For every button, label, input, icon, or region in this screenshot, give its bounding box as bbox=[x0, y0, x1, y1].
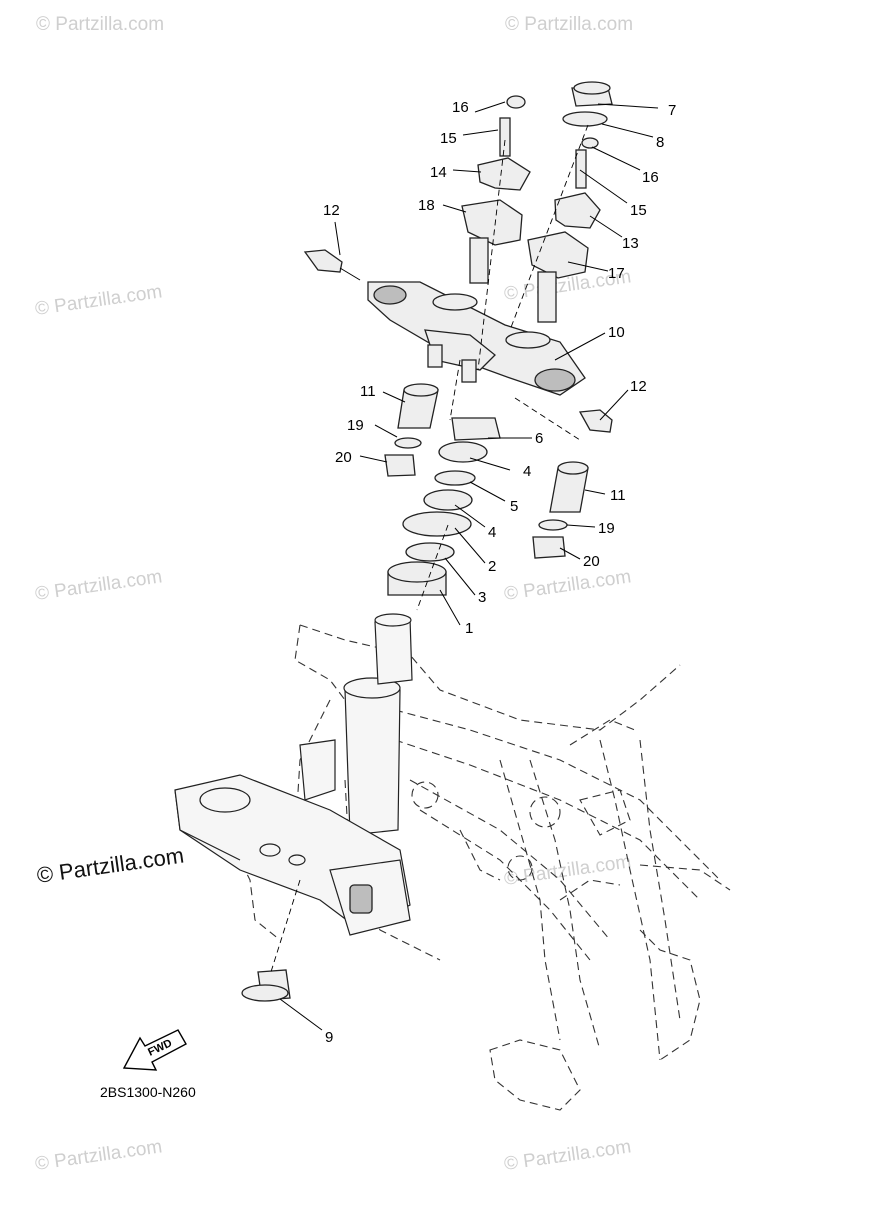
callout-2: 2 bbox=[488, 558, 496, 575]
ring-nut-lower bbox=[423, 489, 473, 511]
pinch-bolt-upper bbox=[303, 249, 343, 273]
bearing-cover bbox=[402, 511, 472, 537]
damper-right bbox=[549, 467, 589, 513]
grommet-flange bbox=[241, 984, 289, 1002]
watermark: © Partzilla.com bbox=[34, 281, 164, 320]
fwd-arrow: FWD bbox=[122, 1029, 187, 1071]
callout-12: 12 bbox=[630, 378, 647, 395]
watermark: © Partzilla.com bbox=[36, 14, 164, 35]
watermark: © Partzilla.com bbox=[503, 1136, 633, 1175]
callout-16: 16 bbox=[452, 99, 469, 116]
watermark: © Partzilla.com bbox=[34, 1136, 164, 1175]
watermark: © Partzilla.com bbox=[505, 14, 633, 35]
nut-left bbox=[384, 454, 416, 477]
lock-washer bbox=[451, 417, 501, 441]
cap-left bbox=[506, 95, 526, 109]
callout-labels: 1 2 3 4 4 5 6 7 8 9 10 11 11 12 12 13 14… bbox=[323, 99, 676, 1046]
callout-15: 15 bbox=[440, 130, 457, 147]
stem-nut-top bbox=[573, 81, 611, 95]
watermarks: © Partzilla.com © Partzilla.com © Partzi… bbox=[34, 14, 633, 1175]
copyright-text: © Partzilla.com bbox=[35, 843, 185, 888]
callout-11: 11 bbox=[360, 383, 376, 400]
callout-11: 11 bbox=[610, 487, 626, 504]
washer-right bbox=[538, 519, 568, 531]
callout-14: 14 bbox=[430, 164, 447, 181]
callout-1: 1 bbox=[465, 620, 473, 637]
callout-5: 5 bbox=[510, 498, 518, 515]
callout-3: 3 bbox=[478, 589, 486, 606]
callout-4: 4 bbox=[523, 463, 531, 480]
watermark: © Partzilla.com bbox=[503, 566, 633, 605]
handlebar-holder-left bbox=[461, 199, 523, 284]
steering-head-assembly bbox=[174, 613, 413, 936]
cap-right bbox=[581, 137, 599, 149]
callout-12: 12 bbox=[323, 202, 340, 219]
holder-bolt-left bbox=[499, 117, 511, 157]
upper-holder-right bbox=[554, 192, 601, 229]
callout-19: 19 bbox=[347, 417, 364, 434]
leader-lines bbox=[279, 101, 659, 1031]
damper-left-top bbox=[403, 383, 439, 397]
washer-left bbox=[394, 437, 422, 449]
handlebar-holder-right bbox=[527, 231, 589, 323]
callout-18: 18 bbox=[418, 197, 435, 214]
callout-6: 6 bbox=[535, 430, 543, 447]
callout-10: 10 bbox=[608, 324, 625, 341]
watermark: © Partzilla.com bbox=[34, 566, 164, 605]
bearing-seal bbox=[405, 542, 455, 562]
holder-bolt-right bbox=[575, 149, 587, 189]
callout-7: 7 bbox=[668, 102, 676, 119]
bearing bbox=[387, 561, 447, 583]
upper-bracket bbox=[367, 281, 586, 396]
callout-9: 9 bbox=[325, 1029, 333, 1046]
ring-nut-upper bbox=[438, 441, 488, 463]
rubber-washer bbox=[434, 470, 476, 486]
callout-20: 20 bbox=[583, 553, 600, 570]
callout-15: 15 bbox=[630, 202, 647, 219]
callout-4: 4 bbox=[488, 524, 496, 541]
pinch-bolt-lower bbox=[578, 409, 613, 433]
upper-holder-left bbox=[477, 157, 531, 191]
diagram-code: 2BS1300-N260 bbox=[100, 1084, 196, 1100]
callout-8: 8 bbox=[656, 134, 664, 151]
nut-right bbox=[532, 536, 566, 559]
stem-washer bbox=[562, 111, 608, 127]
callout-17: 17 bbox=[608, 265, 625, 282]
center-lines bbox=[269, 124, 589, 976]
callout-20: 20 bbox=[335, 449, 352, 466]
callout-16: 16 bbox=[642, 169, 659, 186]
damper-right-top bbox=[557, 461, 589, 475]
callout-13: 13 bbox=[622, 235, 639, 252]
callout-19: 19 bbox=[598, 520, 615, 537]
